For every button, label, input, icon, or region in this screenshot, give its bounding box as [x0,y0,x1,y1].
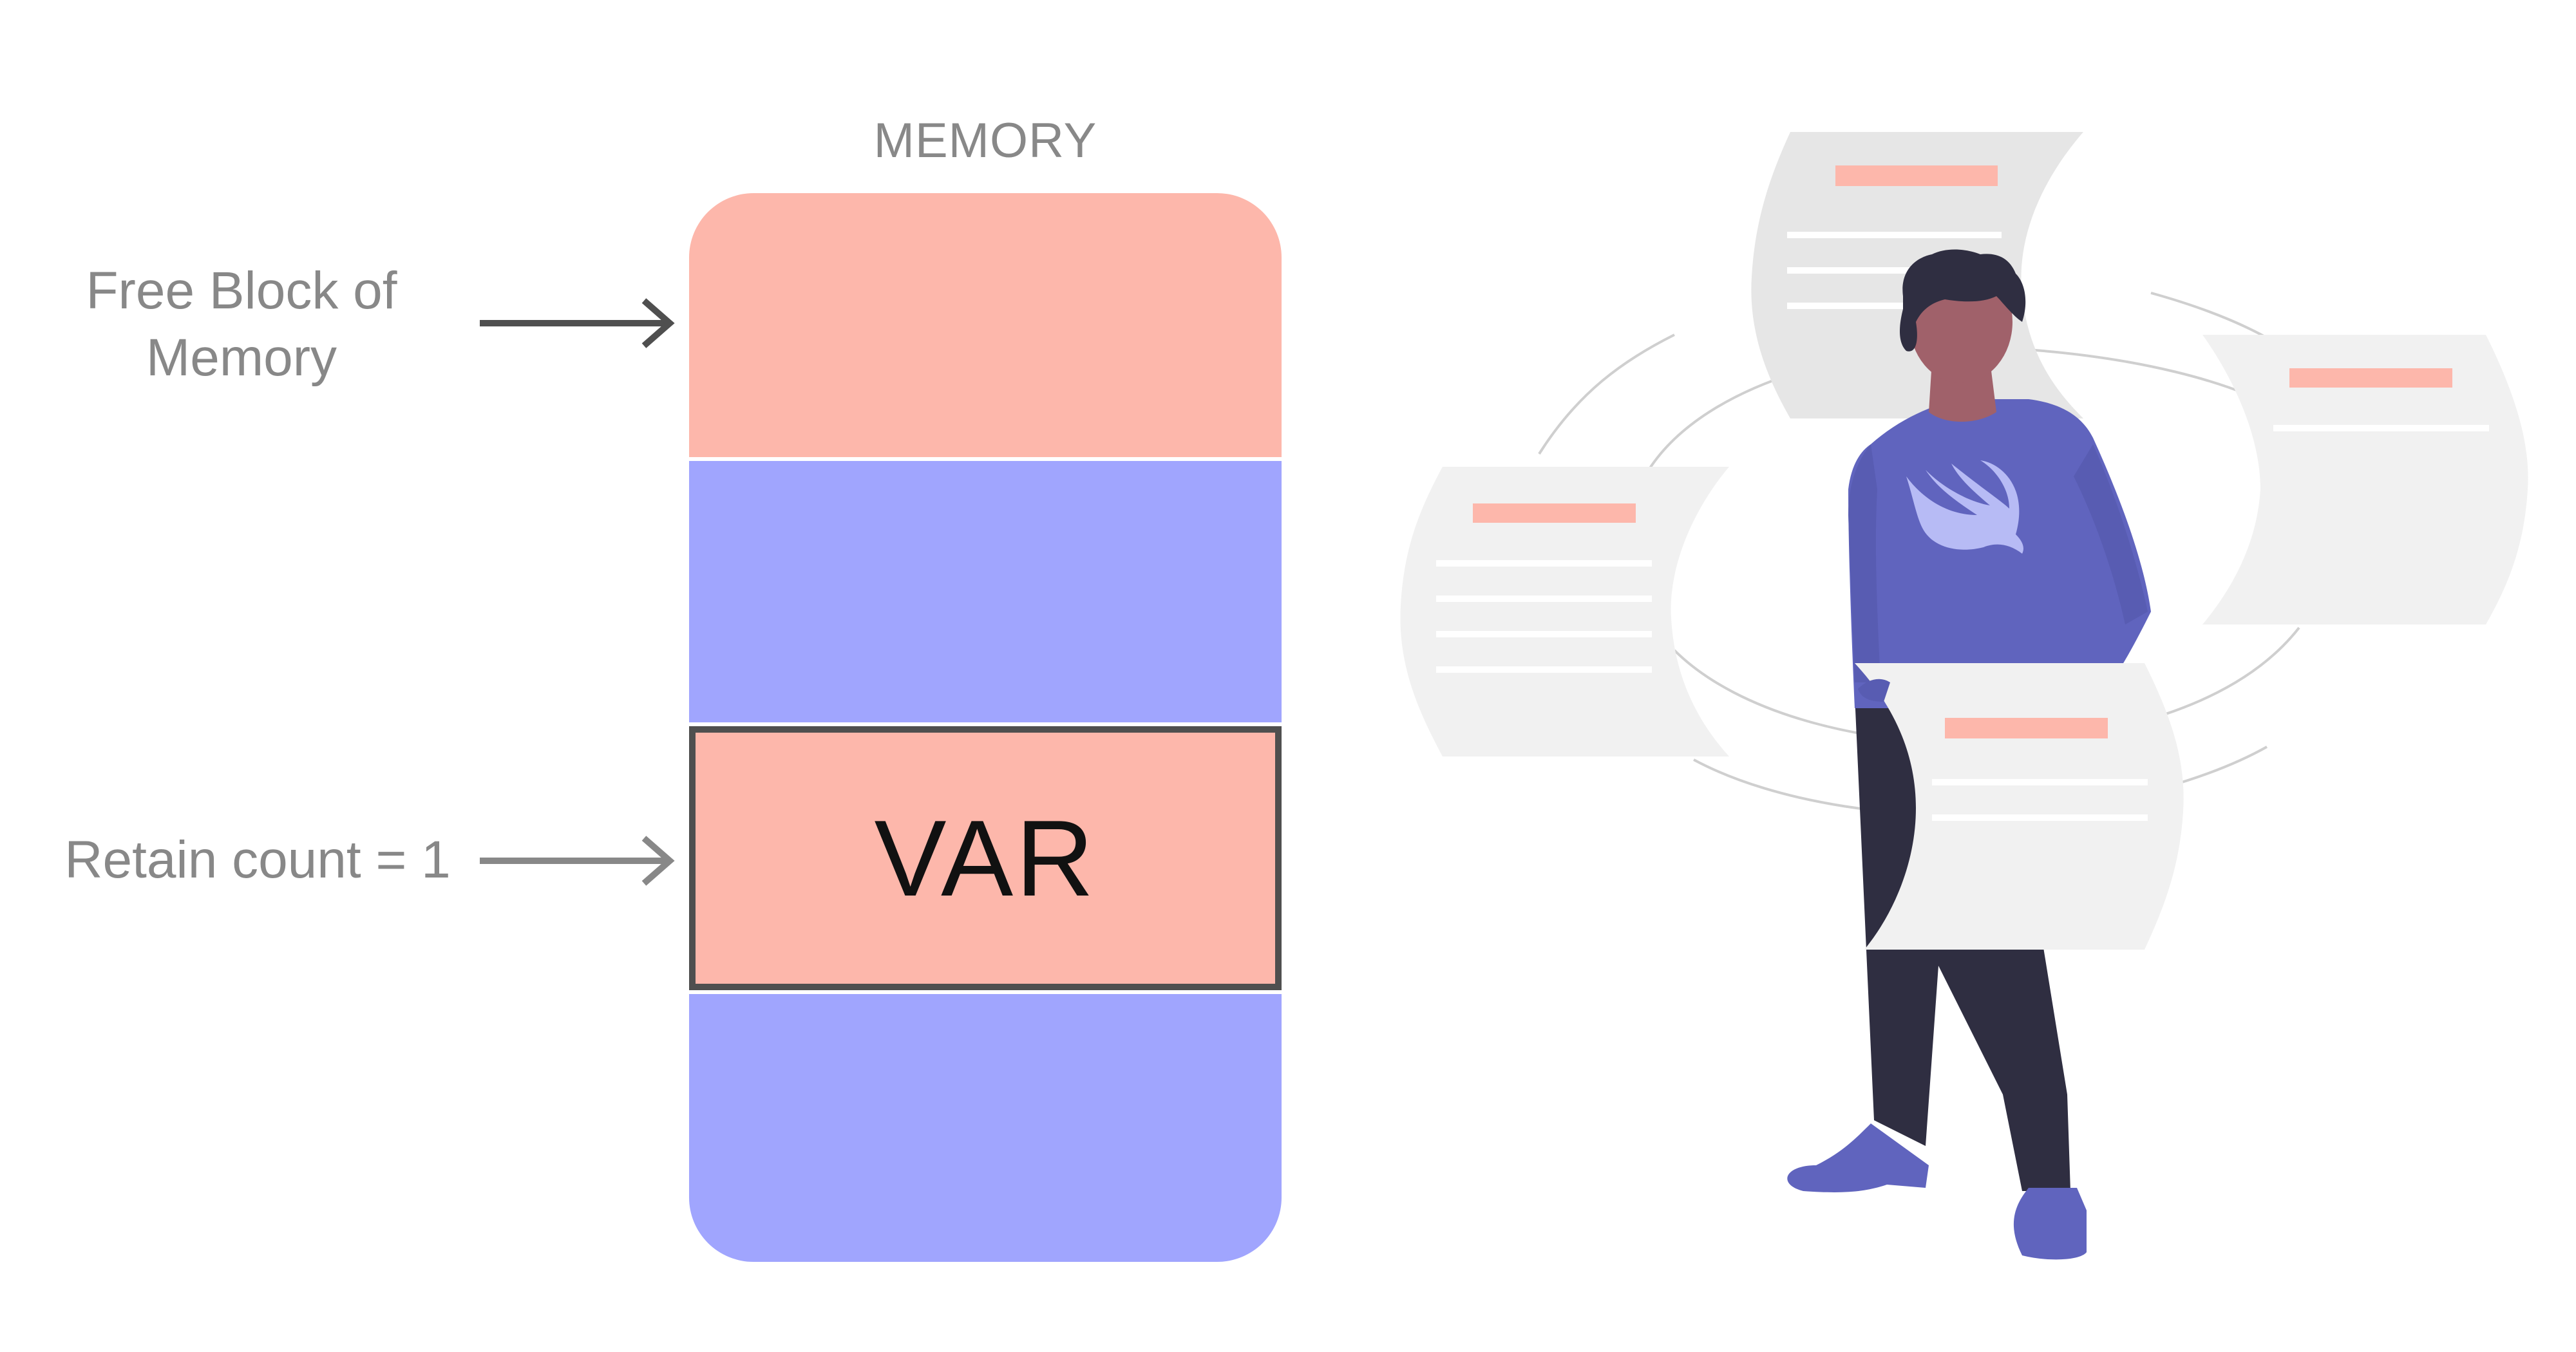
document-card-right [2202,335,2528,624]
developer-illustration [1400,132,2528,1260]
arrows [480,298,675,886]
document-card-left [1400,467,1729,756]
memory-column: VAR [689,193,1282,1262]
memory-title: MEMORY [873,113,1097,168]
free-block-label: Free Block of Memory [86,261,397,387]
used-memory-block [689,994,1282,1262]
document-card-bottom [1855,663,2184,950]
free-block-arrow [480,298,675,348]
used-memory-block [689,461,1282,722]
var-memory-block: VAR [689,726,1282,990]
free-memory-block [689,193,1282,457]
retain-count-arrow [480,836,675,886]
retain-count-label: Retain count = 1 [64,831,451,889]
person-hand [1858,679,1890,702]
var-label: VAR [874,797,1097,919]
